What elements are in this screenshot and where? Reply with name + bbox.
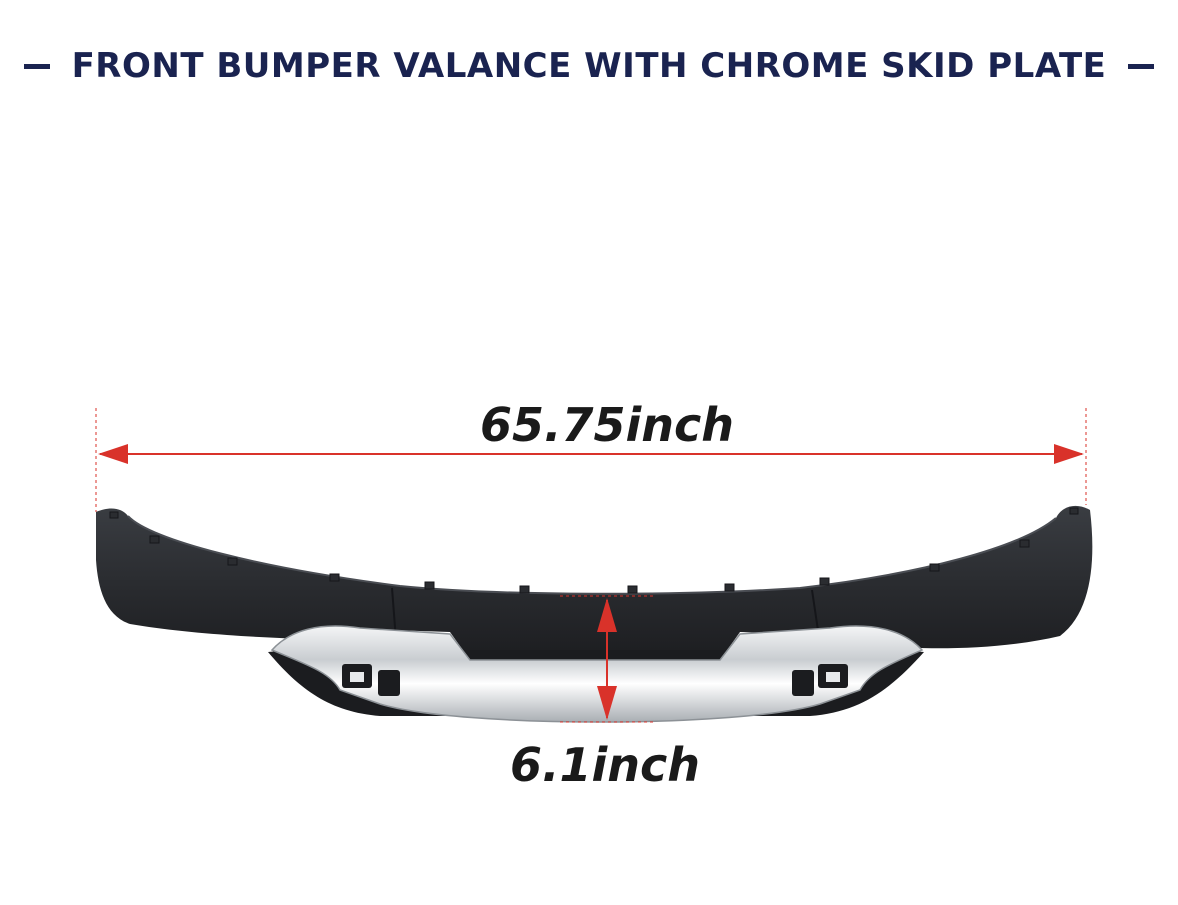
height-dimension-label: 6.1inch [510,738,701,792]
height-arrow [597,598,617,720]
title-dash-right [1128,63,1155,69]
title-dash-left [23,63,50,69]
width-guide-lines [95,408,1087,512]
page-title: FRONT BUMPER VALANCE WITH CHROME SKID PL… [71,46,1107,86]
width-dimension-label: 65.75inch [480,398,735,452]
height-guide-lines [560,595,654,723]
bumper-body [96,505,1093,660]
width-arrow [98,444,1084,464]
title-bar: FRONT BUMPER VALANCE WITH CHROME SKID PL… [0,38,1178,94]
chrome-skid-plate [270,625,924,723]
